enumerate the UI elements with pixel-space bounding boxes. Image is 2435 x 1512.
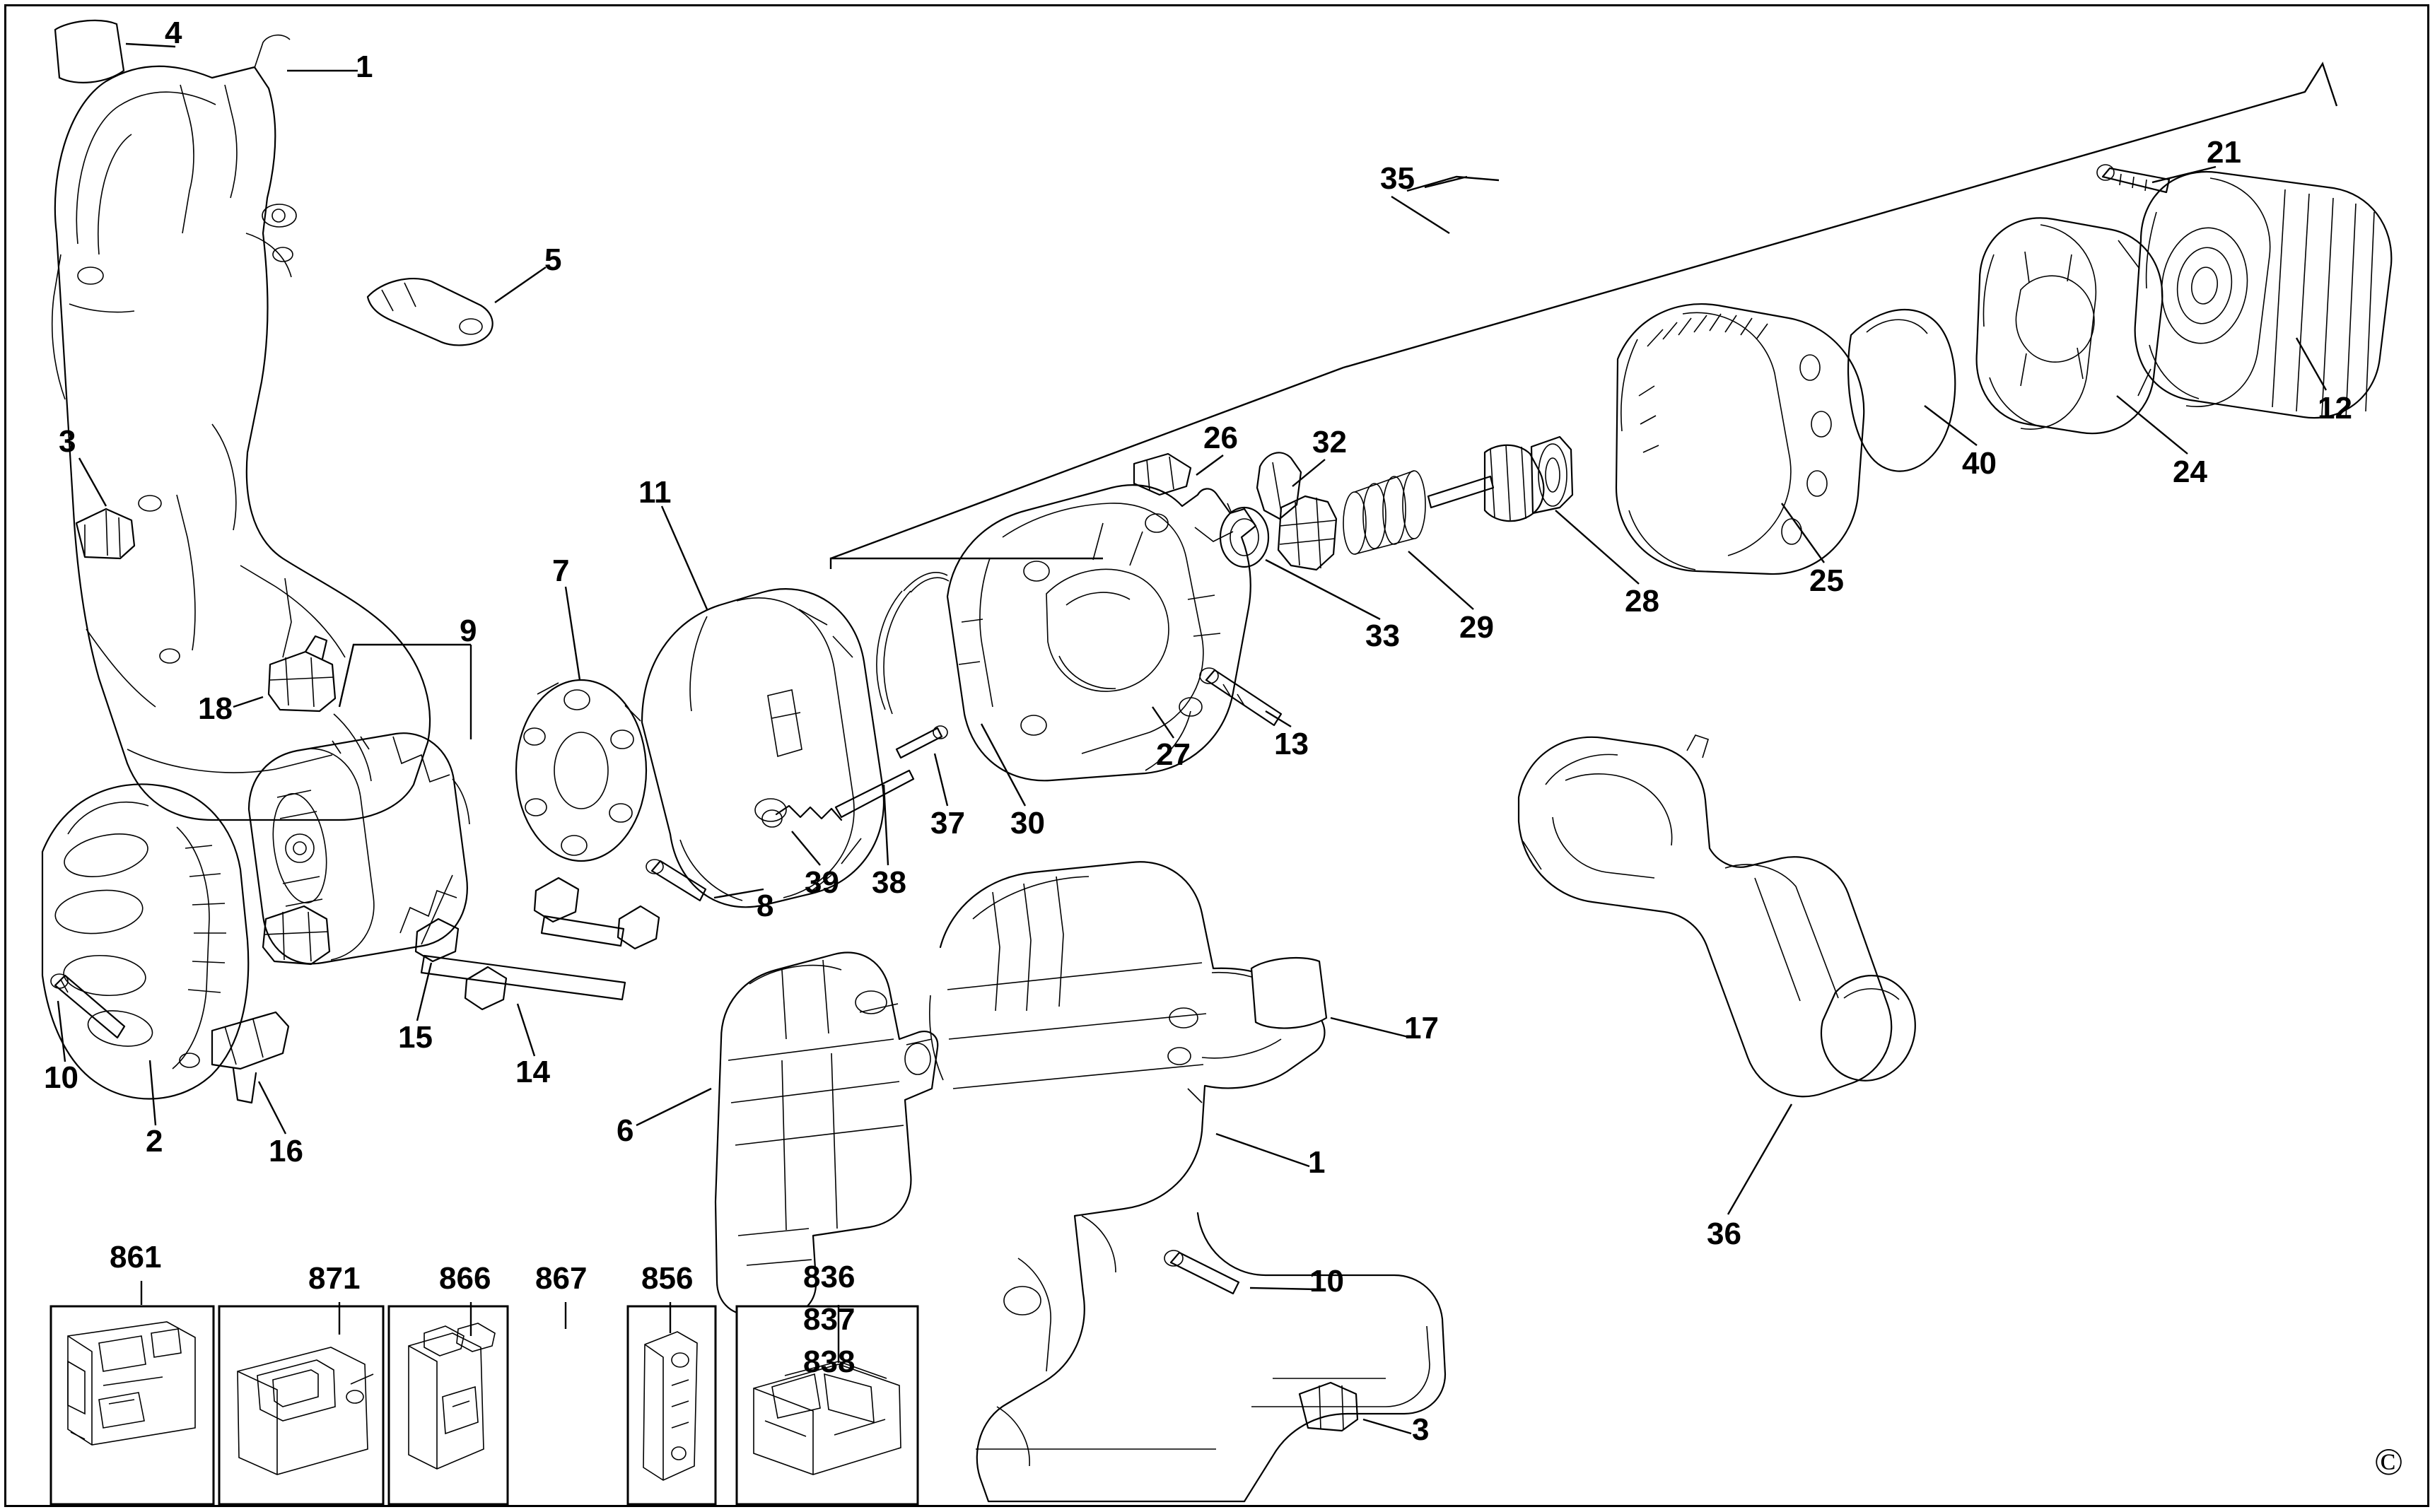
callout-6: 6 bbox=[617, 1113, 634, 1148]
callout-2: 2 bbox=[146, 1124, 163, 1159]
callout-12: 12 bbox=[2318, 391, 2352, 426]
callout-10-left: 10 bbox=[44, 1060, 78, 1095]
callout-26: 26 bbox=[1203, 421, 1238, 455]
callout-3-right: 3 bbox=[1412, 1412, 1430, 1447]
callout-1-right: 1 bbox=[1308, 1145, 1326, 1180]
callout-861: 861 bbox=[110, 1240, 162, 1274]
callout-8: 8 bbox=[757, 889, 774, 923]
callout-18: 18 bbox=[198, 691, 233, 726]
callout-28: 28 bbox=[1625, 584, 1659, 619]
callout-30: 30 bbox=[1010, 806, 1045, 840]
callout-39: 39 bbox=[805, 865, 839, 900]
callout-11: 11 bbox=[638, 475, 672, 510]
callout-13: 13 bbox=[1274, 727, 1309, 761]
callout-32: 32 bbox=[1312, 425, 1347, 459]
callout-14: 14 bbox=[515, 1055, 550, 1089]
callout-24: 24 bbox=[2173, 455, 2207, 489]
copyright-symbol: © bbox=[2374, 1441, 2404, 1483]
callout-7: 7 bbox=[552, 553, 570, 588]
callout-37: 37 bbox=[930, 806, 965, 840]
callout-38: 38 bbox=[872, 865, 906, 900]
callout-837: 837 bbox=[803, 1302, 856, 1337]
callout-27: 27 bbox=[1156, 737, 1191, 772]
callout-36: 36 bbox=[1707, 1217, 1741, 1251]
callout-1-left: 1 bbox=[356, 49, 373, 84]
callout-29: 29 bbox=[1459, 610, 1494, 645]
callout-21: 21 bbox=[2207, 135, 2241, 170]
callout-5: 5 bbox=[544, 242, 562, 277]
callout-867: 867 bbox=[535, 1261, 588, 1296]
callout-838: 838 bbox=[803, 1344, 856, 1379]
callout-871: 871 bbox=[308, 1261, 361, 1296]
callout-16: 16 bbox=[269, 1134, 303, 1168]
callout-25: 25 bbox=[1809, 563, 1844, 598]
callout-17: 17 bbox=[1404, 1011, 1439, 1045]
callout-10-right: 10 bbox=[1309, 1264, 1344, 1299]
callout-33: 33 bbox=[1365, 619, 1400, 653]
callout-9: 9 bbox=[460, 614, 477, 648]
callout-3-left: 3 bbox=[59, 424, 76, 459]
callout-35: 35 bbox=[1380, 161, 1415, 196]
diagram-border bbox=[4, 4, 2429, 1507]
callout-856: 856 bbox=[641, 1261, 694, 1296]
callout-866: 866 bbox=[439, 1261, 491, 1296]
callout-836: 836 bbox=[803, 1260, 856, 1294]
callout-40: 40 bbox=[1962, 446, 1997, 481]
callout-15: 15 bbox=[398, 1020, 433, 1055]
callout-4: 4 bbox=[165, 16, 182, 50]
